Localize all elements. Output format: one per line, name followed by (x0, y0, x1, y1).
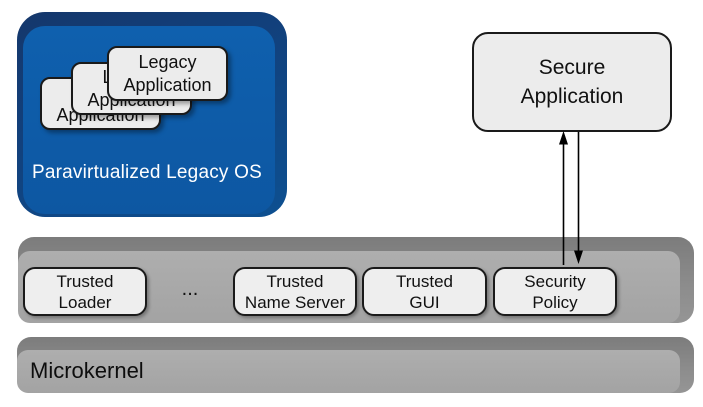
legacy-application-card-front: Legacy Application (107, 46, 228, 101)
secure-application-box: Secure Application (472, 32, 672, 132)
trusted-loader-box: Trusted Loader (23, 267, 147, 316)
trusted-name-server-box: Trusted Name Server (233, 267, 357, 316)
security-policy-label-line2: Policy (532, 292, 578, 312)
trusted-gui-label-line1: Trusted (395, 271, 453, 291)
security-policy-box: Security Policy (493, 267, 617, 316)
legacy-os-label: Paravirtualized Legacy OS (32, 162, 262, 183)
secure-application-label-line1: Secure (538, 56, 606, 79)
trusted-gui-box: Trusted GUI (362, 267, 487, 316)
microkernel-bar (17, 350, 680, 393)
microkernel-label: Microkernel (30, 358, 144, 383)
trusted-gui-label-line2: GUI (409, 292, 440, 312)
security-policy-label-line1: Security (524, 271, 586, 291)
trusted-loader-label-line2: Loader (58, 292, 112, 312)
legacy-application-label-line2: Application (123, 74, 212, 95)
trusted-name-server-label-line2: Name Server (244, 292, 346, 312)
trusted-loader-label-line1: Trusted (56, 271, 114, 291)
trusted-name-server-label-line1: Trusted (266, 271, 324, 291)
secure-application-label-line2: Application (520, 85, 624, 108)
more-services-ellipsis: ... (181, 278, 199, 300)
legacy-application-label-line1: Legacy (138, 51, 197, 72)
